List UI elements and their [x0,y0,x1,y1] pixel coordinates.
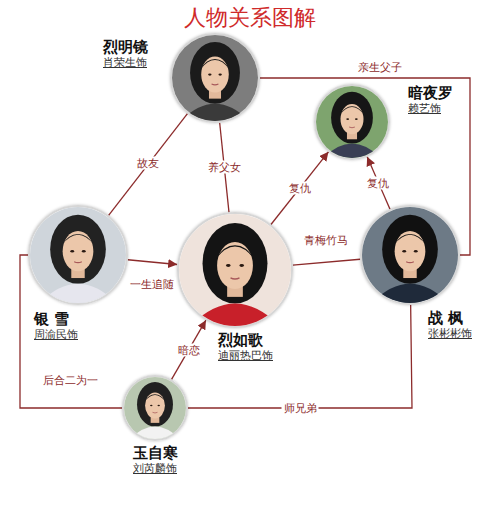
portrait-circle [360,205,460,305]
portrait-circle [170,33,260,123]
character-node: 战 枫张彬彬饰 [360,205,460,305]
relation-label: 养父女 [206,161,243,174]
actor-credit: 迪丽热巴饰 [218,349,273,363]
portrait-illustration [316,86,388,158]
diagram-title: 人物关系图解 [0,3,500,33]
relation-line [293,259,360,265]
character-node: 玉自寒刘芮麟饰 [122,375,188,441]
relation-label: 复仇 [365,177,391,190]
character-name: 烈如歌 [218,331,273,349]
relation-label: 复仇 [287,182,313,195]
actor-credit: 张彬彬饰 [428,327,472,341]
relation-line [172,320,206,379]
portrait-circle [122,375,188,441]
relation-line [271,152,328,225]
name-caption: 银 雪周渝民饰 [34,310,78,342]
character-node: 烈如歌迪丽热巴饰 [177,212,293,328]
relation-label: 师兄弟 [282,402,319,415]
portrait-circle [314,84,390,160]
relation-label: 后合二为一 [41,374,100,387]
actor-credit: 肖荣生饰 [103,56,148,70]
character-node: 烈明镜肖荣生饰 [170,33,260,123]
name-caption: 玉自寒刘芮麟饰 [133,444,178,476]
relation-label: 故友 [135,157,161,170]
portrait-circle [177,212,293,328]
relation-label: 一生追随 [128,278,176,291]
portrait-circle [28,205,128,305]
relation-label: 青梅竹马 [302,234,350,247]
relation-line [109,114,188,216]
character-name: 烈明镜 [103,38,148,56]
name-caption: 战 枫张彬彬饰 [428,309,472,341]
name-caption: 烈明镜肖荣生饰 [103,38,148,70]
portrait-illustration [179,214,291,326]
relation-label: 暗恋 [176,344,202,357]
actor-credit: 赖艺饰 [408,102,453,116]
actor-credit: 刘芮麟饰 [133,462,178,476]
character-node: 暗夜罗赖艺饰 [314,84,390,160]
character-name: 银 雪 [34,310,78,328]
portrait-illustration [30,207,126,303]
portrait-illustration [124,377,186,439]
character-node: 银 雪周渝民饰 [28,205,128,305]
character-name: 暗夜罗 [408,84,453,102]
name-caption: 烈如歌迪丽热巴饰 [218,331,273,363]
name-caption: 暗夜罗赖艺饰 [408,84,453,116]
character-name: 玉自寒 [133,444,178,462]
portrait-illustration [362,207,458,303]
character-name: 战 枫 [428,309,472,327]
portrait-illustration [172,35,258,121]
relation-label: 亲生父子 [356,61,404,74]
actor-credit: 周渝民饰 [34,328,78,342]
relation-line [128,260,177,265]
